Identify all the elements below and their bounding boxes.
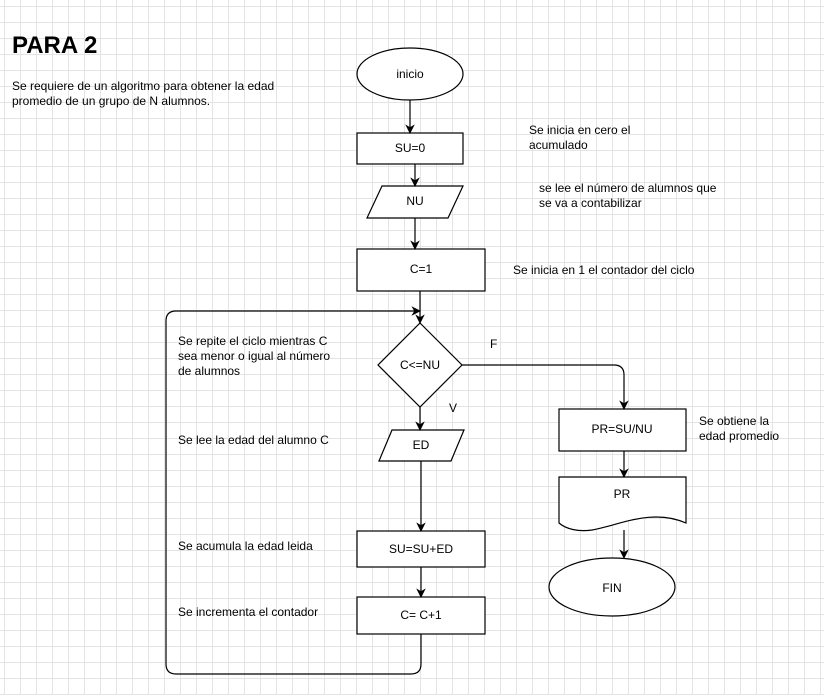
c-init-process bbox=[356, 248, 486, 292]
annotation-average: Se obtiene la edad promedio bbox=[699, 414, 780, 443]
annotation-su-init: Se inicia en cero el acumulado bbox=[529, 123, 631, 152]
read-ed-label: ED bbox=[413, 438, 430, 452]
annotation-read-nu: se lee el número de alumnos que se va a … bbox=[539, 181, 717, 210]
true-branch-label: V bbox=[449, 401, 458, 415]
su-init-label: SU=0 bbox=[395, 141, 426, 155]
read-nu-input bbox=[366, 185, 464, 219]
c-init-label: C=1 bbox=[410, 262, 433, 276]
average-label: PR=SU/NU bbox=[591, 422, 652, 436]
annotation-read-ed: Se lee la edad del alumno C bbox=[178, 433, 329, 447]
problem-statement: Se requiere de un algoritmo para obtener… bbox=[12, 79, 275, 108]
start-label: inicio bbox=[396, 67, 424, 81]
output-label: PR bbox=[614, 487, 631, 501]
annotation-c-init: Se inicia en 1 el contador del ciclo bbox=[513, 263, 695, 277]
end-terminal bbox=[548, 557, 676, 617]
false-branch-connector bbox=[462, 364, 629, 410]
annotation-loop: Se repite el ciclo mientras C sea menor … bbox=[178, 334, 331, 378]
output-document bbox=[558, 476, 687, 532]
false-branch-label: F bbox=[490, 337, 498, 351]
average-process bbox=[558, 408, 687, 452]
increment-label: C= C+1 bbox=[400, 608, 442, 622]
page-title: PARA 2 bbox=[12, 32, 98, 59]
loop-back-connector bbox=[165, 306, 422, 675]
annotation-accumulate: Se acumula la edad leida bbox=[178, 539, 313, 553]
increment-process bbox=[356, 596, 486, 635]
su-init-process bbox=[356, 132, 464, 165]
decision-label: C<=NU bbox=[400, 358, 440, 372]
read-ed-input bbox=[378, 429, 465, 462]
read-nu-label: NU bbox=[406, 194, 423, 208]
accumulate-label: SU=SU+ED bbox=[389, 542, 453, 556]
end-label: FIN bbox=[602, 581, 621, 595]
annotation-increment: Se incrementa el contador bbox=[178, 605, 319, 619]
